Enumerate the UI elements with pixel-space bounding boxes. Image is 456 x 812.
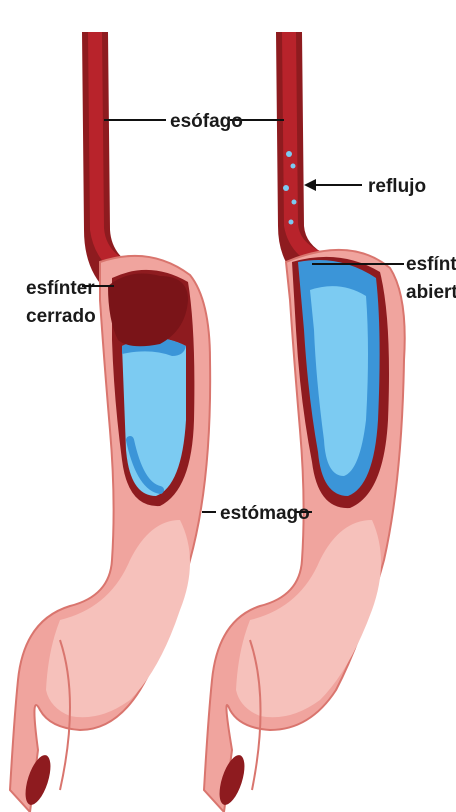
stomach-open-sphincter [204, 32, 405, 812]
label-esfinter-abierto-line2: abierto [406, 282, 456, 303]
label-estomago: estómago [220, 503, 310, 524]
label-esfinter-cerrado-line1: esfínter [26, 278, 95, 299]
arrow-left-icon [304, 179, 362, 191]
label-esofago: esófago [170, 111, 243, 132]
label-esfinter-cerrado-line2: cerrado [26, 306, 96, 327]
label-esfinter-abierto-line1: esfínter [406, 254, 456, 275]
label-reflujo: reflujo [368, 176, 426, 197]
stomach-closed-sphincter [10, 32, 210, 812]
